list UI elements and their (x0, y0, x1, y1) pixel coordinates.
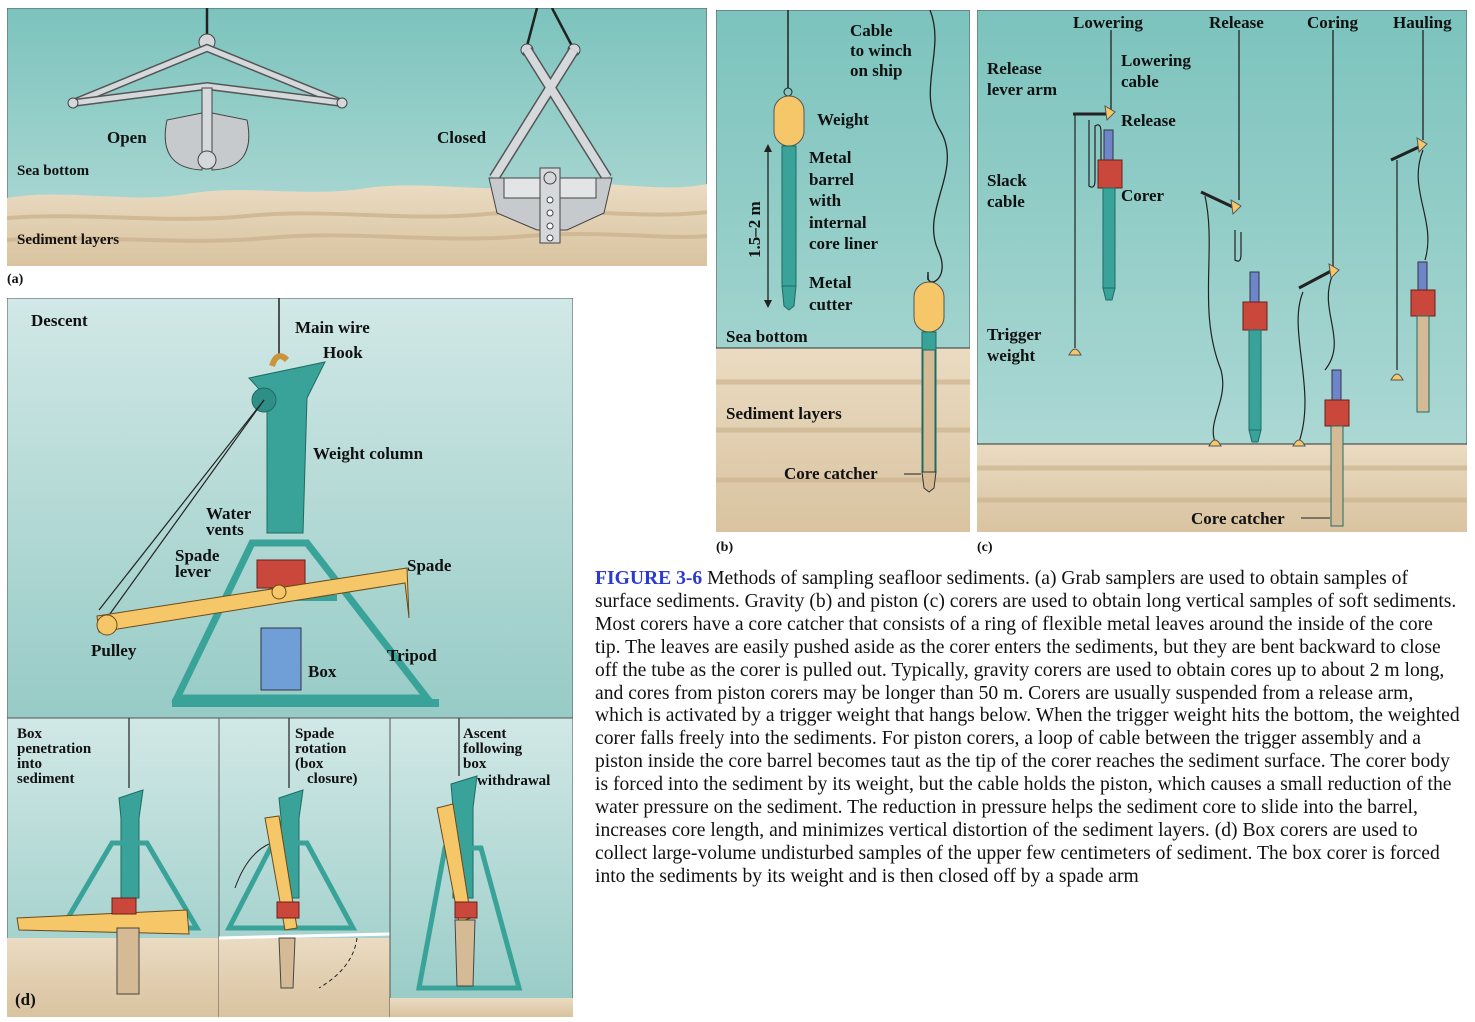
figure-number: FIGURE 3-6 (595, 568, 702, 589)
panel-b-gravity-corer: Cable to winch on ship Weight Metal barr… (716, 10, 970, 532)
spade-lever-label-line2: lever (175, 562, 211, 581)
panel-d-label: (d) (15, 990, 36, 1009)
weight-column-label: Weight column (313, 444, 424, 463)
spade-label: Spade (407, 556, 452, 575)
sub2-label-line2: rotation (295, 741, 347, 757)
corer-label: Corer (1121, 186, 1165, 205)
slack-cable-label-line2: cable (987, 192, 1025, 211)
sediment-layers-label: Sediment layers (726, 404, 842, 423)
cutter-label-line2: cutter (809, 295, 853, 314)
pulley-label: Pulley (91, 641, 137, 660)
sub1-label-line4: sediment (17, 771, 75, 787)
subpanel-ascent: Ascent following box withdrawal (390, 718, 573, 1017)
sub2-label-line4: closure) (307, 771, 358, 787)
sub1-label-line3: into (17, 756, 42, 772)
closed-label: Closed (437, 128, 487, 147)
lowering-cable-label-line2: cable (1121, 72, 1159, 91)
release-arm-label-line2: lever arm (987, 80, 1057, 99)
panel-b-label: (b) (716, 540, 733, 556)
hook-label: Hook (323, 343, 363, 362)
barrel-label-line2: barrel (809, 170, 854, 189)
cable-label-line2: to winch (850, 41, 912, 60)
main-wire-label: Main wire (295, 318, 370, 337)
trigger-weight-label-line1: Trigger (987, 325, 1042, 344)
grab-sampler-illustration: Open Closed Sea bottom Sediment layers (7, 8, 707, 266)
sub3-label-line3: box (463, 756, 487, 772)
barrel-label-line5: core liner (809, 234, 879, 253)
panel-a-grab-samplers: Open Closed Sea bottom Sediment layers (7, 8, 707, 266)
sub3-label-line4: withdrawal (477, 773, 550, 789)
stage-hauling-label: Hauling (1393, 13, 1452, 32)
sub3-label-line1: Ascent (463, 726, 506, 742)
sea-bottom-label: Sea bottom (726, 327, 808, 346)
slack-cable-label-line1: Slack (987, 171, 1027, 190)
subpanel-spade-rotation: Spade rotation (box closure) (219, 718, 390, 1017)
panel-a-label: (a) (7, 272, 23, 288)
lowering-cable-label-line1: Lowering (1121, 51, 1191, 70)
sub1-label-line1: Box (17, 726, 43, 742)
barrel-label-line4: internal (809, 213, 867, 232)
stage-lowering-label: Lowering (1073, 13, 1143, 32)
trigger-weight-label-line2: weight (987, 346, 1036, 365)
sub2-label-line1: Spade (295, 726, 335, 742)
sub2-label-line3: (box (295, 756, 324, 772)
weight-label: Weight (817, 110, 869, 129)
core-catcher-label: Core catcher (1191, 509, 1285, 528)
release-arm-label-line1: Release (987, 59, 1042, 78)
sea-bottom-label: Sea bottom (17, 163, 90, 179)
box-corer-illustration: Descent Main wire Hook Weight column Wat… (7, 298, 573, 1017)
release-label: Release (1121, 111, 1176, 130)
stage-release-label: Release (1209, 13, 1264, 32)
cable-label-line1: Cable (850, 21, 893, 40)
subpanel-box-penetration: Box penetration into sediment (d) (7, 718, 219, 1017)
panel-c-label: (c) (977, 540, 993, 556)
caption-text: Methods of sampling seafloor sediments. … (595, 568, 1460, 887)
sub3-label-line2: following (463, 741, 523, 757)
cutter-label-line1: Metal (809, 273, 852, 292)
panel-c-piston-corer: Lowering Release Coring Hauling Lowering… (977, 10, 1467, 532)
piston-corer-illustration: Lowering Release Coring Hauling Lowering… (977, 10, 1467, 532)
sub1-label-line2: penetration (17, 741, 92, 757)
barrel-label-line3: with (809, 191, 842, 210)
open-label: Open (107, 128, 147, 147)
barrel-label-line1: Metal (809, 148, 852, 167)
sediment-layers-label: Sediment layers (17, 232, 119, 248)
core-catcher-label: Core catcher (784, 464, 878, 483)
cable-label-line3: on ship (850, 61, 902, 80)
water-vents-label-line2: vents (206, 520, 244, 539)
descent-label: Descent (31, 311, 88, 330)
stage-coring-label: Coring (1307, 13, 1359, 32)
box-label: Box (308, 662, 337, 681)
tripod-label: Tripod (387, 646, 437, 665)
gravity-corer-illustration: Cable to winch on ship Weight Metal barr… (716, 10, 970, 532)
panel-d-box-corer: Descent Main wire Hook Weight column Wat… (7, 298, 573, 1017)
length-label: 1.5–2 m (745, 201, 764, 258)
figure-caption: FIGURE 3-6 Methods of sampling seafloor … (595, 568, 1460, 889)
